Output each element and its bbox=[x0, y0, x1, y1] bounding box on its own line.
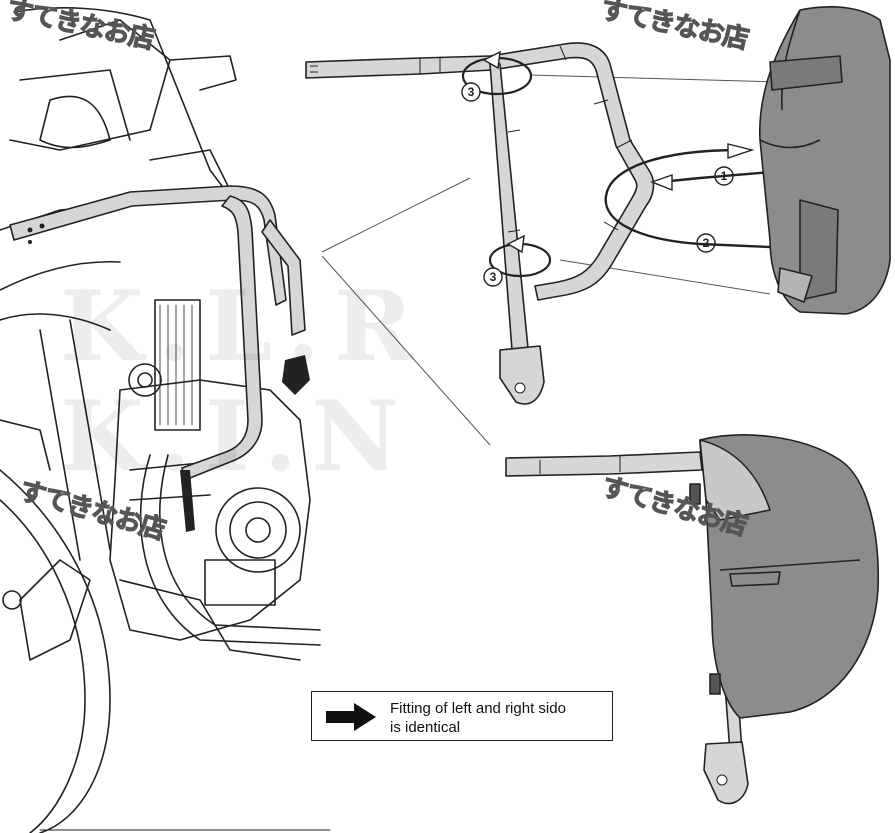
step-number-3-bottom: 3 bbox=[490, 270, 497, 284]
step-number-2: 2 bbox=[703, 236, 710, 250]
background-watermark-bottom: K.I.N bbox=[60, 380, 413, 493]
background-watermark-top: K.L.R bbox=[60, 270, 428, 383]
fitting-note: Fitting of left and right sido is identi… bbox=[311, 691, 613, 741]
fitting-note-text: Fitting of left and right sido is identi… bbox=[390, 700, 566, 736]
step-number-3-top: 3 bbox=[468, 85, 475, 99]
right-arrow-icon bbox=[326, 703, 376, 731]
